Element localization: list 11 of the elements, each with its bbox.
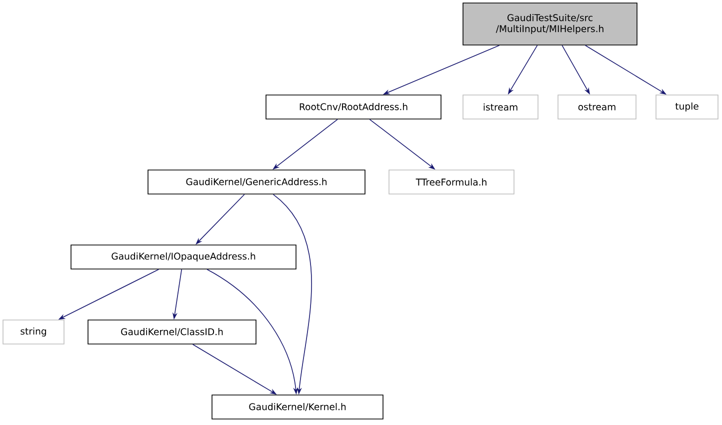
external-file-box: TTreeFormula.h (388, 170, 514, 194)
external-file-box: ostream (558, 94, 636, 120)
file-box: GaudiTestSuite/src /MultiInput/MIHelpers.h (462, 2, 638, 46)
file-box: GaudiKernel/IOpaqueAddress.h (70, 244, 296, 270)
file-box: GaudiKernel/Kernel.h (212, 394, 384, 420)
file-box: GaudiKernel/GenericAddress.h (148, 170, 366, 194)
file-box: GaudiKernel/ClassID.h (88, 320, 256, 344)
external-file-box: tuple (656, 94, 718, 120)
external-file-box: string (2, 320, 64, 344)
file-box: RootCnv/RootAddress.h (266, 94, 442, 120)
external-file-box: istream (462, 94, 538, 120)
